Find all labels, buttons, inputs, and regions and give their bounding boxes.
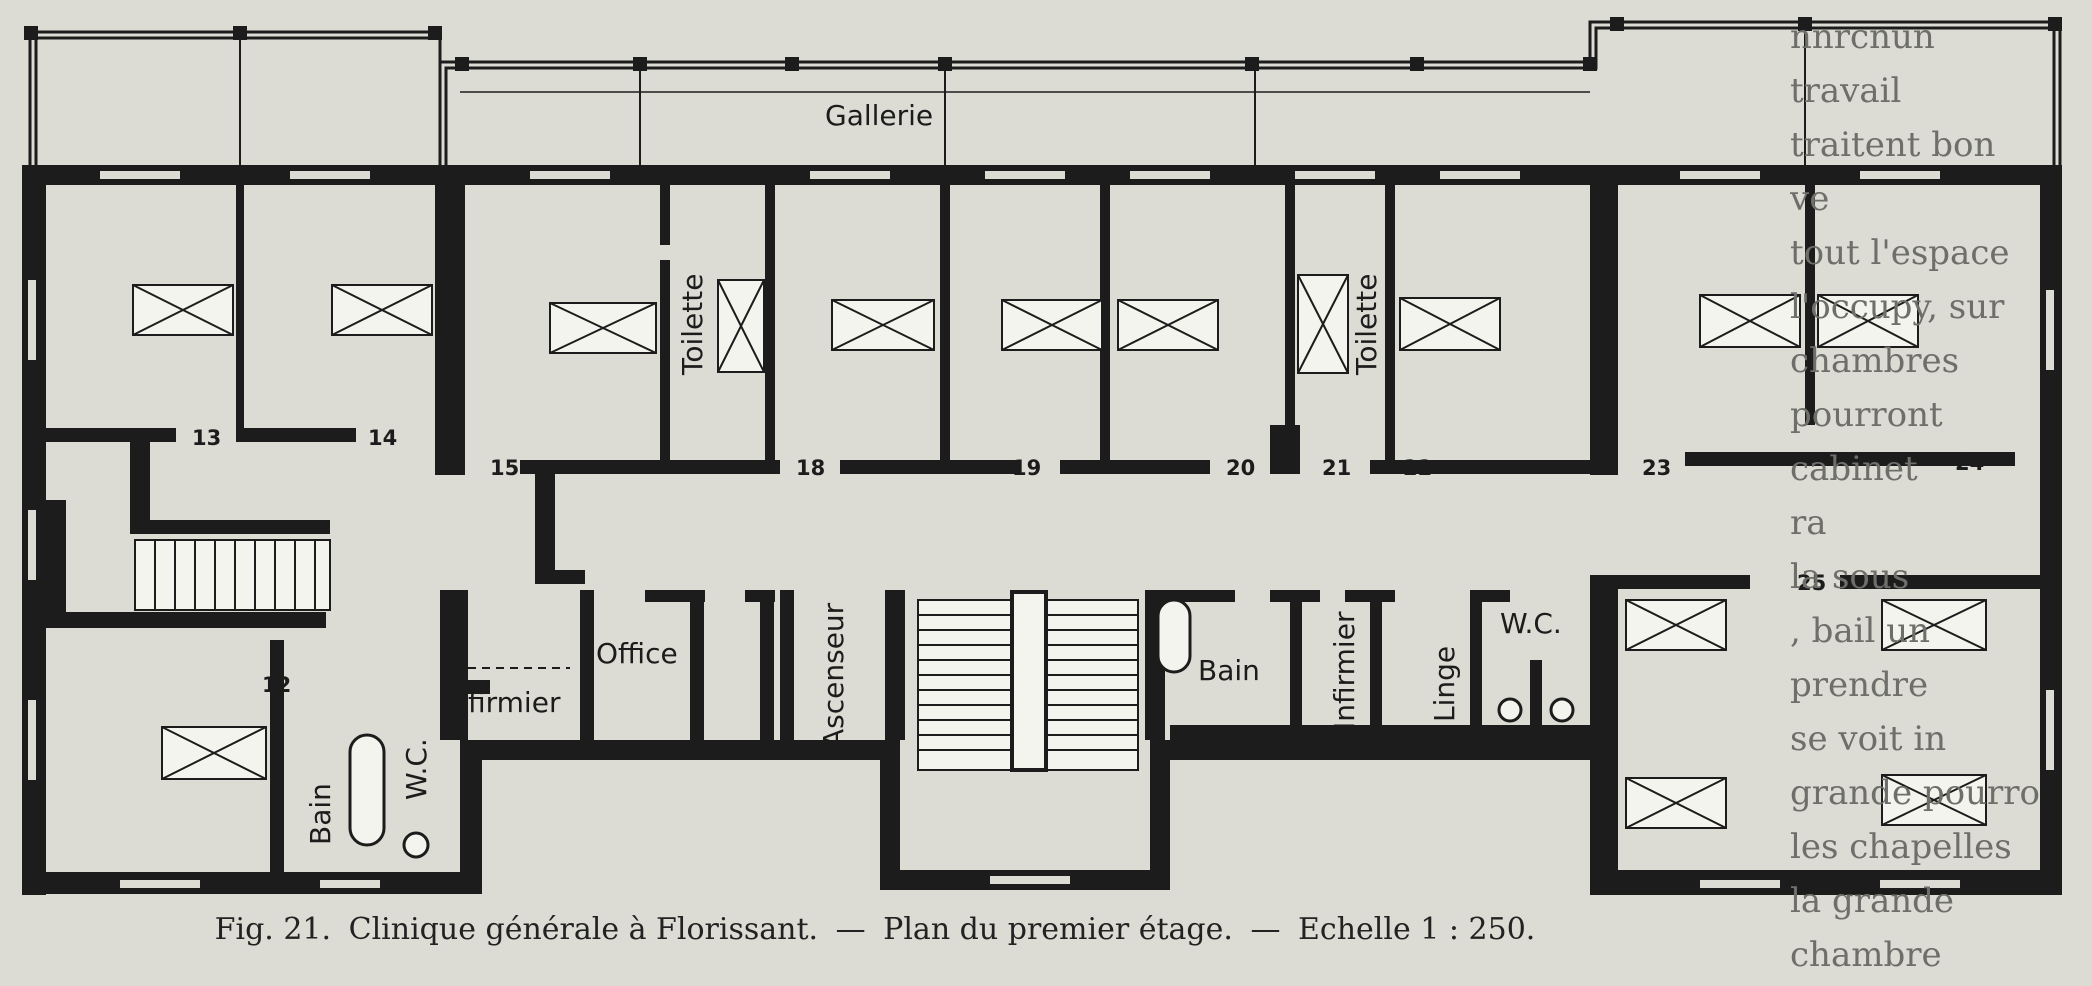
- toilette-label-west: Toilette: [676, 274, 709, 376]
- margin-line: ra: [1790, 503, 1827, 543]
- bed-toilette-west: [717, 279, 765, 373]
- caption-sep-1: —: [835, 912, 866, 947]
- bain-label-east: Bain: [1198, 654, 1260, 687]
- bed-toilette-east: [1297, 274, 1349, 374]
- caption-fig: Fig. 21.: [214, 912, 332, 947]
- margin-line: nnrcnun: [1790, 17, 1935, 57]
- margin-line: les chapelles: [1790, 827, 2012, 867]
- bed-room-13: [132, 284, 234, 336]
- bed-room-12: [161, 726, 267, 780]
- bed-room-18: [831, 299, 935, 351]
- margin-line: pourront: [1790, 395, 1943, 435]
- bed-room-15: [549, 302, 657, 354]
- bed-room-25a: [1625, 599, 1727, 651]
- bed-room-14: [331, 284, 433, 336]
- margin-line: la grande: [1790, 881, 1955, 921]
- bathtub-east: [1156, 598, 1192, 674]
- bathtub-west: [348, 733, 386, 847]
- gallery-label: Gallerie: [825, 99, 933, 132]
- bed-room-23: [1699, 294, 1801, 348]
- room-number-19: 19: [1012, 456, 1041, 480]
- bed-room-19: [1001, 299, 1103, 351]
- gallery-posts: [24, 17, 2062, 71]
- beds: [132, 274, 1987, 829]
- margin-line: prendre: [1790, 665, 1929, 705]
- room-number-25: 25: [1797, 571, 1826, 595]
- margin-line: ve: [1790, 179, 1830, 219]
- margin-line: l'occupy, sur: [1790, 287, 2005, 327]
- room-number-14: 14: [368, 426, 397, 450]
- margin-line: la sous: [1790, 557, 1910, 597]
- margin-line: chambres: [1790, 341, 1960, 381]
- windows: [28, 171, 2054, 888]
- room-number-18: 18: [796, 456, 825, 480]
- room-number-13: 13: [192, 426, 221, 450]
- wc-label-east: W.C.: [1500, 607, 1562, 640]
- room-number-24: 24: [1955, 451, 1984, 475]
- toilets: [402, 697, 1575, 859]
- room-number-15: 15: [490, 456, 519, 480]
- bain-label-west: Bain: [304, 783, 337, 845]
- caption-scale: Echelle 1 : 250.: [1298, 912, 1536, 947]
- interior-walls: [46, 185, 2060, 890]
- bed-room-25d: [1881, 774, 1987, 826]
- margin-text: nnrcnun travail traitent bon ve tout l'e…: [1790, 10, 2090, 982]
- linge-label: Linge: [1428, 646, 1461, 722]
- wc-label-west: W.C.: [400, 738, 433, 800]
- ascenseur-label: Ascenseur: [817, 602, 850, 748]
- room-number-20: 20: [1226, 456, 1255, 480]
- margin-line: , bail un: [1790, 611, 1931, 651]
- toilette-label-east: Toilette: [1350, 274, 1383, 376]
- room-number-22: 22: [1403, 456, 1432, 480]
- staircase-main: [917, 590, 1139, 772]
- office-label: Office: [596, 637, 678, 670]
- gallery: [28, 20, 2062, 170]
- margin-line: tout l'espace: [1790, 233, 2010, 273]
- caption-title: Clinique générale à Florissant.: [348, 912, 819, 947]
- room-number-23: 23: [1642, 456, 1671, 480]
- margin-line: cabinet: [1790, 449, 1918, 489]
- margin-line: chambre: [1790, 935, 1942, 975]
- bed-room-22: [1399, 297, 1501, 351]
- margin-line: travail: [1790, 71, 1902, 111]
- caption-subtitle: Plan du premier étage.: [883, 912, 1233, 947]
- room-number-12: 12: [262, 673, 291, 697]
- infirmier-dash: [142, 440, 570, 669]
- bed-room-24: [1817, 294, 1919, 348]
- infirmier-label-east: Infirmier: [1328, 611, 1361, 730]
- caption-sep-2: —: [1250, 912, 1281, 947]
- room-number-21: 21: [1322, 456, 1351, 480]
- margin-line: traitent bon: [1790, 125, 1996, 165]
- margin-line: grande pourro: [1790, 773, 2040, 813]
- bed-room-25b: [1881, 599, 1987, 651]
- figure-caption: Fig. 21. Clinique générale à Florissant.…: [0, 912, 1750, 947]
- staircase-west: [134, 539, 331, 611]
- bed-room-25c: [1625, 777, 1727, 829]
- infirmier-label-west: Infirmier: [442, 686, 561, 719]
- margin-line: se voit in: [1790, 719, 1947, 759]
- bed-room-20: [1117, 299, 1219, 351]
